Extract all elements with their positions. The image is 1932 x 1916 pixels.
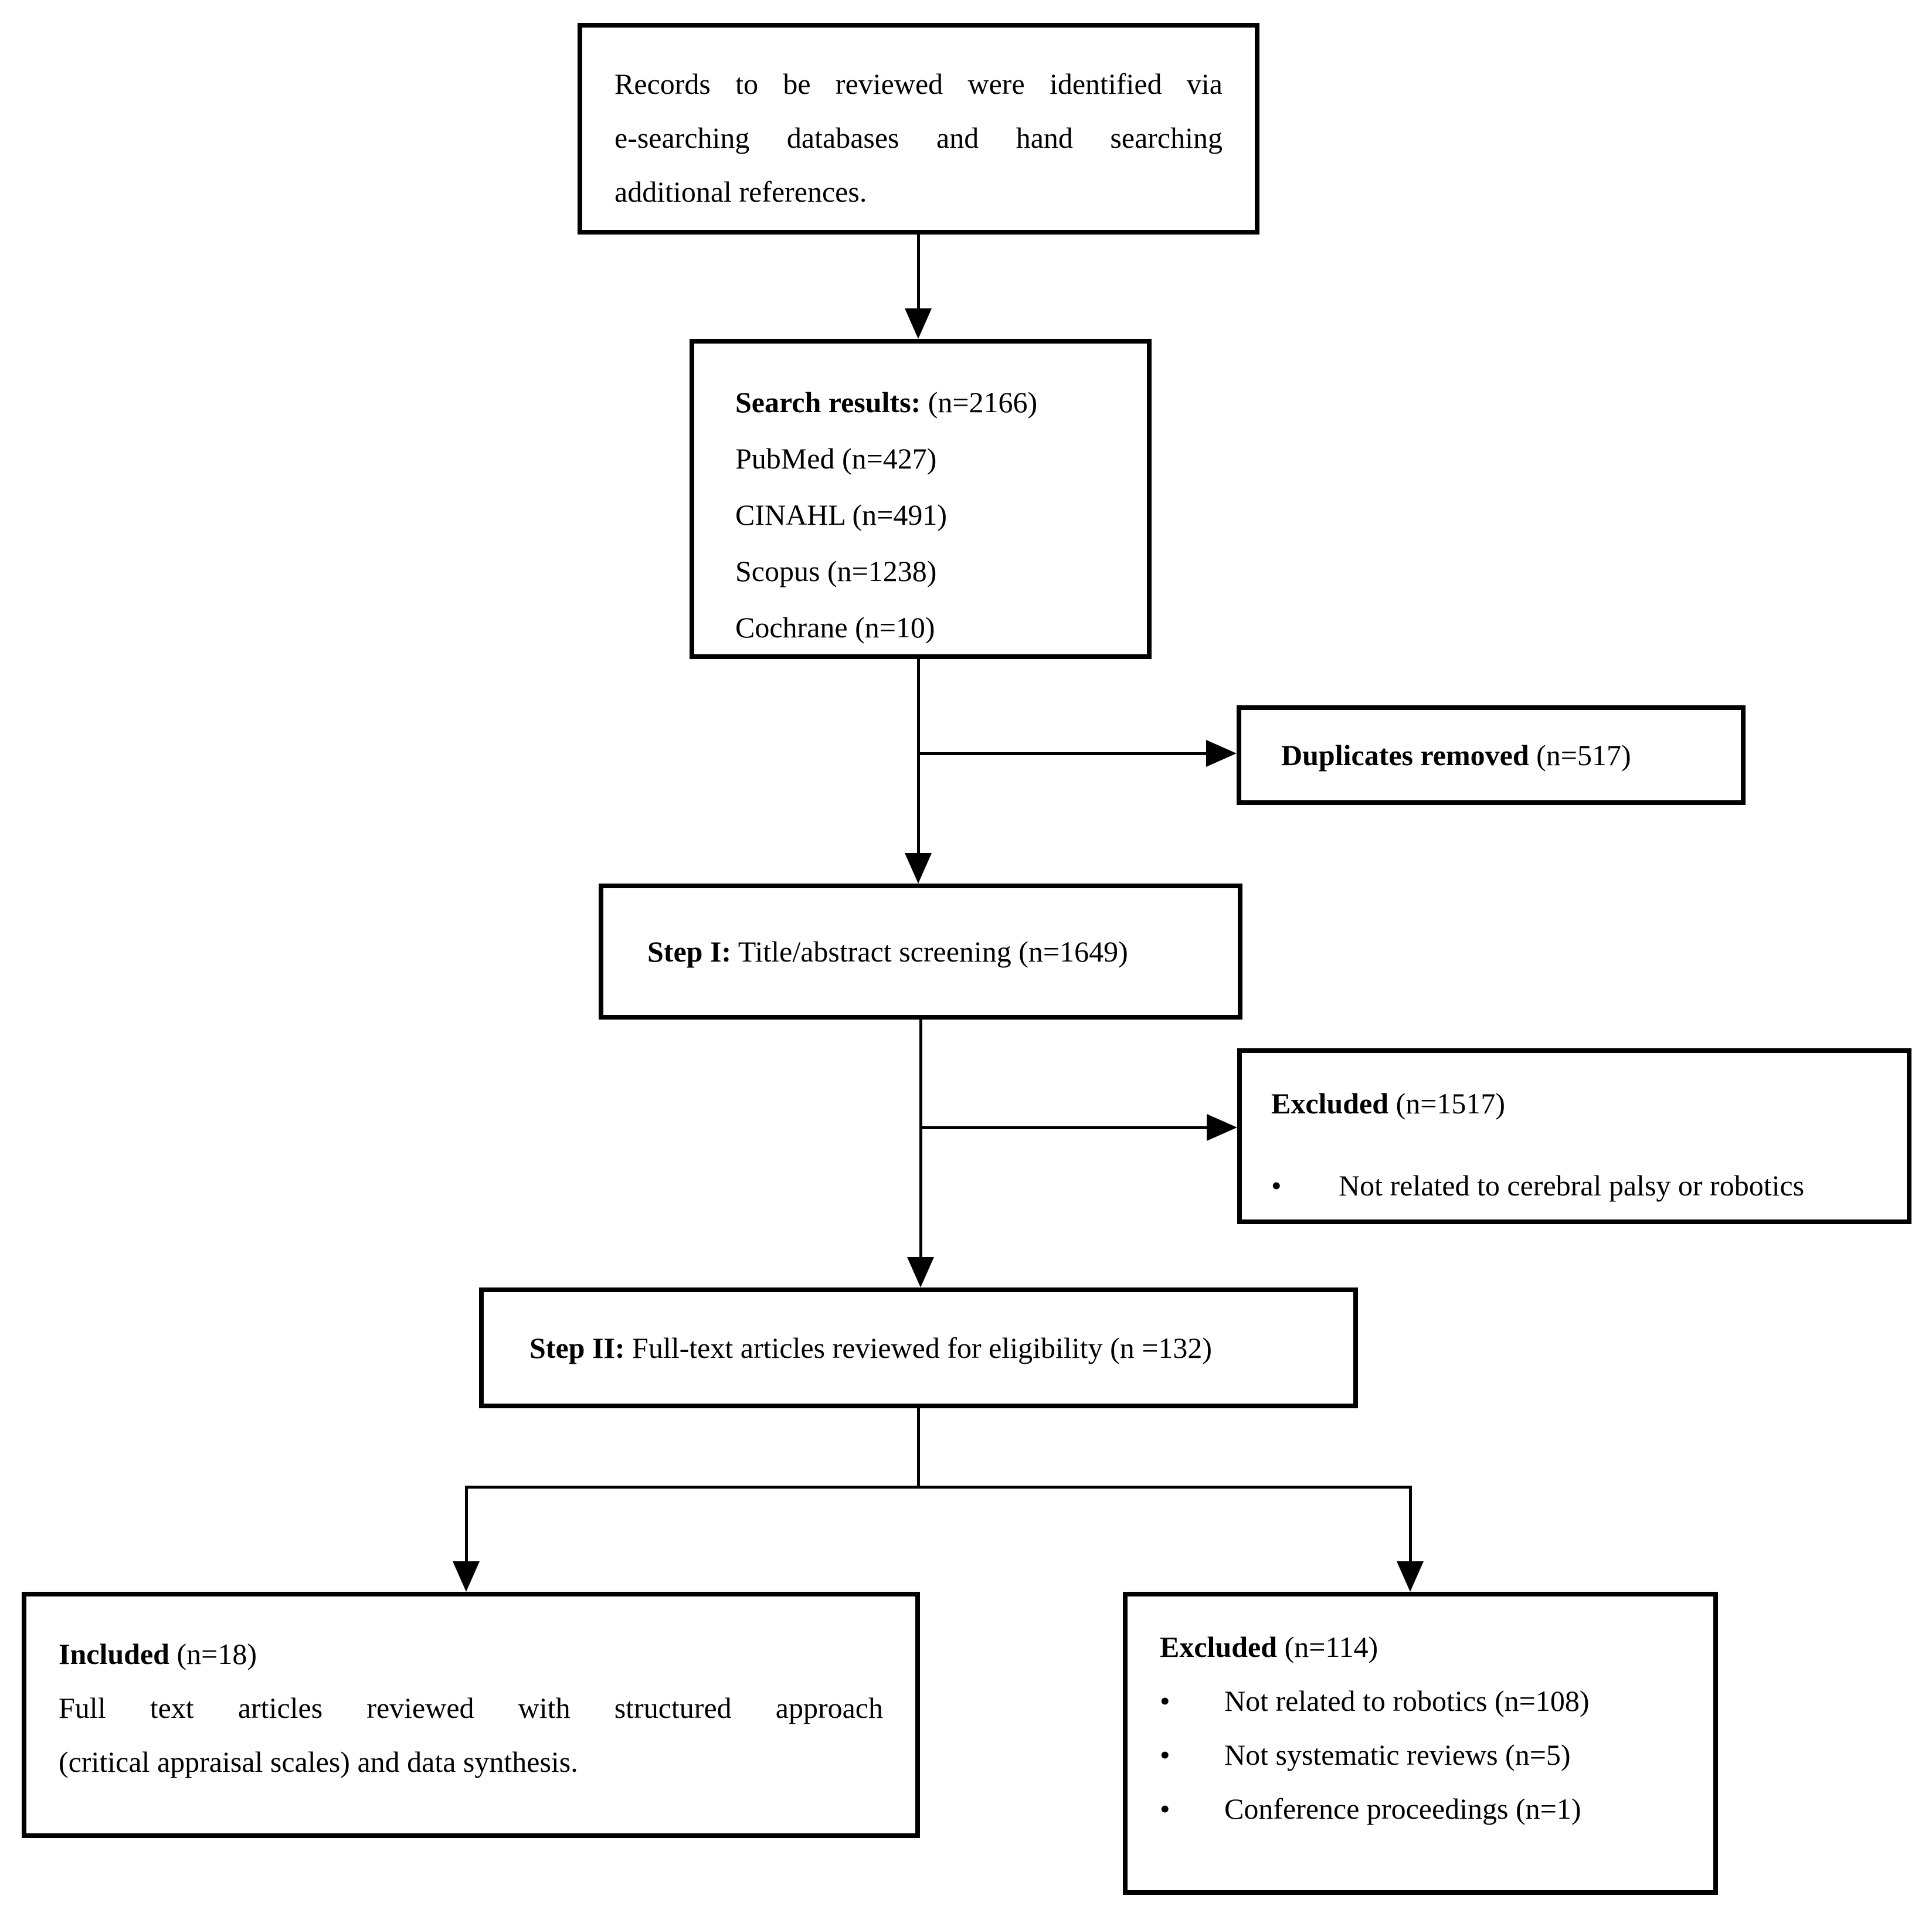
excluded-step2-reason-2: Not systematic reviews (n=5) — [1224, 1738, 1571, 1771]
arrowhead-right-to-duplicates-icon — [1206, 740, 1237, 767]
bullet-marker-icon: • — [1271, 1169, 1282, 1202]
connector-branch-to-excluded-step1 — [921, 1126, 1208, 1129]
step2-line: Step II: Full-text articles reviewed for… — [529, 1321, 1212, 1375]
records-line-1: Records to be reviewed were identified v… — [614, 67, 1223, 100]
excluded-step1-count: (n=1517) — [1395, 1087, 1506, 1120]
bullet-marker-icon: • — [1160, 1684, 1170, 1717]
flow-box-step2-fulltext: Step II: Full-text articles reviewed for… — [479, 1287, 1358, 1408]
connector-step1-to-step2 — [919, 1020, 922, 1258]
connector-drop-to-included — [465, 1486, 468, 1562]
excluded-step1-reason: Not related to cerebral palsy or robotic… — [1339, 1169, 1805, 1202]
duplicates-removed-line: Duplicates removed (n=517) — [1281, 728, 1631, 782]
connector-search-to-step1 — [917, 659, 920, 854]
search-results-heading-line: Search results: (n=2166) — [735, 374, 1141, 430]
excluded-step1-heading: Excluded — [1271, 1087, 1389, 1120]
flow-box-records-identified: Records to be reviewed were identified v… — [578, 23, 1259, 235]
duplicates-removed-count: (n=517) — [1536, 739, 1631, 772]
flow-box-excluded-step1: Excluded (n=1517) • Not related to cereb… — [1237, 1048, 1911, 1224]
bullet-marker-icon: • — [1160, 1792, 1170, 1825]
excluded-step1-heading-line: Excluded (n=1517) — [1271, 1076, 1898, 1130]
connector-records-to-search — [917, 235, 920, 310]
excluded-step2-reason-3: Conference proceedings (n=1) — [1224, 1792, 1581, 1825]
excluded-step2-bullet-row: • Conference proceedings (n=1) — [1160, 1782, 1704, 1836]
arrowhead-down-to-search-icon — [905, 308, 932, 339]
connector-branch-to-duplicates — [918, 752, 1207, 755]
flow-box-search-results: Search results: (n=2166) PubMed (n=427) … — [690, 339, 1152, 659]
excluded-step2-heading-line: Excluded (n=114) — [1160, 1620, 1704, 1674]
search-results-heading: Search results: — [735, 386, 921, 419]
flow-box-duplicates-removed: Duplicates removed (n=517) — [1237, 705, 1746, 805]
step2-text: Full-text articles reviewed for eligibil… — [632, 1331, 1213, 1364]
connector-split-bar — [465, 1486, 1412, 1489]
arrowhead-down-to-step1-icon — [905, 853, 932, 884]
search-source-scopus: Scopus (n=1238) — [735, 555, 937, 587]
step1-heading: Step I: — [647, 935, 732, 968]
included-count: (n=18) — [176, 1638, 257, 1670]
included-heading: Included — [59, 1638, 169, 1670]
duplicates-removed-heading: Duplicates removed — [1281, 739, 1529, 772]
step2-heading: Step II: — [529, 1331, 625, 1364]
flow-box-included: Included (n=18) Full text articles revie… — [22, 1592, 920, 1838]
flow-box-excluded-step2: Excluded (n=114) • Not related to roboti… — [1123, 1592, 1718, 1895]
records-line-3: additional references. — [614, 175, 867, 208]
flow-box-step1-screening: Step I: Title/abstract screening (n=1649… — [599, 884, 1242, 1020]
included-text-line-1: Full text articles reviewed with structu… — [59, 1691, 883, 1724]
excluded-step2-bullet-row: • Not systematic reviews (n=5) — [1160, 1728, 1704, 1782]
connector-drop-to-excluded-step2 — [1409, 1486, 1412, 1562]
included-heading-line: Included (n=18) — [59, 1627, 883, 1681]
excluded-step2-heading: Excluded — [1160, 1630, 1278, 1663]
arrowhead-down-to-excluded-step2-icon — [1397, 1561, 1424, 1592]
search-source-cinahl: CINAHL (n=491) — [735, 498, 948, 531]
connector-step2-stem — [917, 1408, 920, 1488]
excluded-step2-count: (n=114) — [1284, 1630, 1378, 1663]
bullet-marker-icon: • — [1160, 1738, 1170, 1771]
search-source-pubmed: PubMed (n=427) — [735, 442, 937, 475]
arrowhead-right-to-excluded-step1-icon — [1207, 1114, 1237, 1141]
search-results-count: (n=2166) — [928, 386, 1038, 419]
excluded-step1-bullet-row: • Not related to cerebral palsy or robot… — [1271, 1159, 1898, 1212]
excluded-step2-reason-1: Not related to robotics (n=108) — [1224, 1684, 1590, 1717]
arrowhead-down-to-included-icon — [453, 1561, 480, 1592]
step1-line: Step I: Title/abstract screening (n=1649… — [647, 925, 1128, 979]
step1-text: Title/abstract screening (n=1649) — [738, 935, 1128, 968]
arrowhead-down-to-step2-icon — [907, 1257, 934, 1287]
records-line-2: e-searching databases and hand searching — [614, 121, 1223, 154]
excluded-step2-bullet-row: • Not related to robotics (n=108) — [1160, 1674, 1704, 1728]
search-source-cochrane: Cochrane (n=10) — [735, 611, 935, 644]
included-text-line-2: (critical appraisal scales) and data syn… — [59, 1745, 578, 1778]
